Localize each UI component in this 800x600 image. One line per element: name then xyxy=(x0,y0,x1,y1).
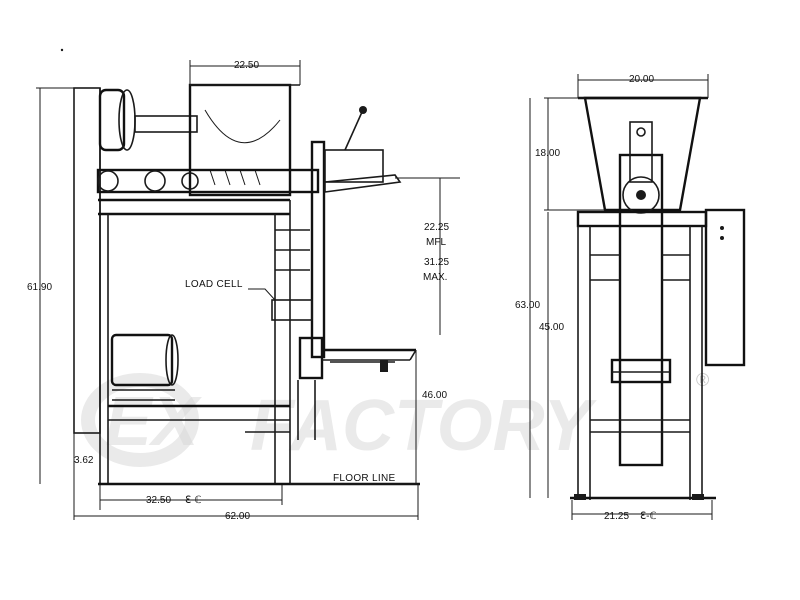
dim-front-top-width: 20.00 xyxy=(629,74,654,85)
dim-side-mfl-height: 22.25 xyxy=(424,222,449,233)
side-view xyxy=(73,83,420,486)
centerline-mark-right: ℇ-ℂ xyxy=(640,511,656,522)
side-dimensions: 22.50 61.90 22.25 MFL 31.25 MAX. 46.00 3… xyxy=(27,60,460,522)
watermark-brand: FACTORY xyxy=(250,386,597,466)
weigh-column xyxy=(310,140,326,359)
dim-front-base-width: 21.25 xyxy=(604,511,629,522)
floor-line-label: FLOOR LINE xyxy=(333,473,395,484)
auger-tube xyxy=(96,168,320,194)
front-view xyxy=(570,96,746,500)
dim-side-total-height: 61.90 xyxy=(27,282,52,293)
control-box xyxy=(704,208,746,367)
dim-side-total-width: 62.00 xyxy=(225,511,250,522)
motor xyxy=(98,88,126,152)
dim-side-max-label: MAX. xyxy=(423,272,447,283)
front-dimensions: 20.00 18.00 63.00 45.00 21.25 ℇ-ℂ xyxy=(515,74,713,522)
dim-front-total-height: 63.00 xyxy=(515,300,540,311)
watermark: EX FACTORY ® xyxy=(81,370,709,467)
dim-front-frame-height: 45.00 xyxy=(539,322,564,333)
side-labels: LOAD CELL FLOOR LINE xyxy=(185,279,395,484)
centerline-mark-left: ℇ-ℂ xyxy=(185,495,201,506)
watermark-prefix: EX xyxy=(105,382,203,460)
dim-side-discharge-height: 46.00 xyxy=(422,390,447,401)
dim-side-top-width: 22.50 xyxy=(234,60,259,71)
dim-side-base-offset: 3.62 xyxy=(74,455,94,466)
dim-side-half-width: 32.50 xyxy=(146,495,171,506)
side-hopper xyxy=(188,83,292,197)
lower-motor xyxy=(110,333,174,387)
stray-mark xyxy=(60,48,64,52)
dim-side-max-height: 31.25 xyxy=(424,257,449,268)
dim-side-mfl-label: MFL xyxy=(426,237,446,248)
front-spout xyxy=(610,358,672,384)
front-column xyxy=(618,153,664,467)
dim-front-hopper-height: 18.00 xyxy=(535,148,560,159)
load-cell-label: LOAD CELL xyxy=(185,279,243,290)
discharge-chute xyxy=(298,336,324,380)
